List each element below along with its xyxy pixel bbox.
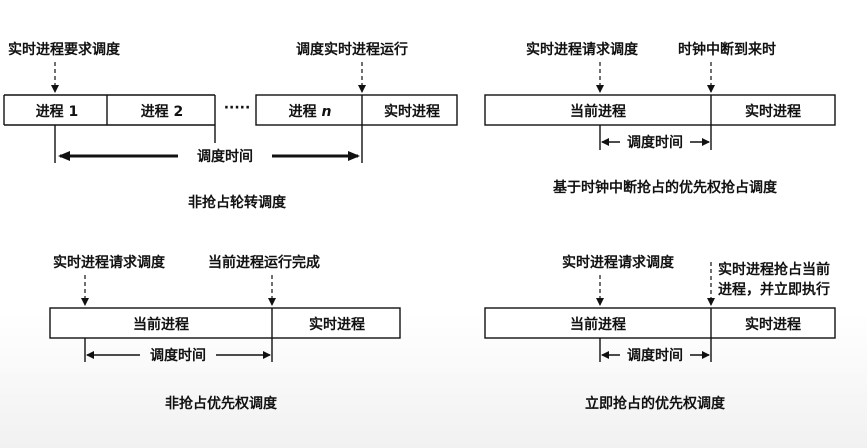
realtime-process: 实时进程 (384, 103, 440, 120)
process-row (484, 307, 836, 339)
caption: 非抢占轮转调度 (188, 194, 287, 211)
diagram-round-robin: 实时进程要求调度 调度实时进程运行 进程 1 进程 2 ····· 进程 n 实… (3, 41, 458, 211)
diagram-nonpreempt-priority: 实时进程请求调度 当前进程运行完成 当前进程 实时进程 调度时间 非抢占优先权调… (49, 254, 401, 412)
current-process: 当前进程 (570, 103, 626, 120)
realtime-process: 实时进程 (745, 316, 801, 333)
caption: 基于时钟中断抢占的优先权抢占调度 (553, 179, 778, 196)
process-row (484, 94, 836, 126)
request-label: 实时进程请求调度 (562, 254, 675, 271)
diagram-immediate-preempt: 实时进程请求调度 实时进程抢占当前 进程，并立即执行 当前进程 实时进程 调度时… (484, 254, 836, 412)
realtime-process: 实时进程 (309, 316, 365, 333)
process-row (49, 307, 401, 339)
span-label: 调度时间 (627, 347, 683, 364)
realtime-process: 实时进程 (745, 103, 801, 120)
clock-label: 时钟中断到来时 (678, 41, 776, 58)
caption: 立即抢占的优先权调度 (585, 395, 726, 412)
process-1: 进程 1 (36, 104, 79, 120)
diagram-clock-preempt: 实时进程请求调度 时钟中断到来时 当前进程 实时进程 调度时间 基于时钟中断抢占… (484, 41, 836, 196)
complete-label: 当前进程运行完成 (208, 254, 320, 271)
process-n-block (255, 94, 458, 126)
preempt-label-line1: 实时进程抢占当前 (718, 261, 830, 278)
process-n: 进程 n (289, 104, 332, 120)
ellipsis: ····· (224, 100, 251, 116)
current-process: 当前进程 (570, 316, 626, 333)
request-label: 实时进程请求调度 (53, 254, 166, 271)
request-label: 实时进程要求调度 (8, 41, 121, 58)
span-label: 调度时间 (150, 347, 206, 364)
current-process: 当前进程 (133, 316, 189, 333)
process-2: 进程 2 (141, 104, 184, 120)
request-label: 实时进程请求调度 (526, 41, 639, 58)
run-label: 调度实时进程运行 (296, 41, 408, 58)
span-label: 调度时间 (197, 148, 253, 165)
caption: 非抢占优先权调度 (165, 395, 278, 412)
preempt-label-line2: 进程，并立即执行 (718, 281, 830, 298)
span-label: 调度时间 (627, 134, 683, 151)
